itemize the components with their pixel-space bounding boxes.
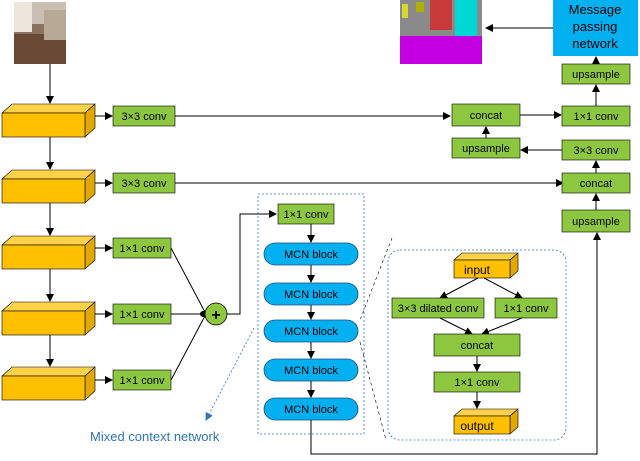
mcn-block-label-4: MCN block [284, 365, 338, 377]
mcn-entry-box [277, 203, 335, 225]
concat-right-label: concat [580, 178, 612, 190]
mcn-block-label-2: MCN block [284, 289, 338, 301]
conv1-label-a: 1×1 conv [120, 243, 165, 255]
feature-cube-1 [1, 103, 96, 138]
merge-lines [170, 247, 207, 381]
feature-cube-2 [1, 169, 96, 204]
mcn-block-label-3: MCN block [284, 326, 338, 338]
right-column-arrows [482, 56, 600, 210]
conv1-right-label: 1×1 conv [574, 111, 619, 123]
detail-output-cube [453, 408, 519, 435]
mcn-container [257, 193, 365, 435]
feature-cube-3 [1, 235, 96, 270]
mcn-pointer [205, 327, 255, 421]
cube-to-conv-arrows [95, 112, 113, 384]
feature-cube-4 [1, 301, 96, 336]
left-conv-boxes [112, 105, 176, 391]
detail-dilated-label: 3×3 dilated conv [398, 303, 479, 315]
detail-concat-label: concat [461, 340, 493, 352]
concat-top-label: concat [470, 110, 502, 122]
zoom-lines [359, 237, 393, 441]
mcn-block-label-5: MCN block [284, 404, 338, 416]
conv1-label-c: 1×1 conv [120, 375, 165, 387]
conv1-label-b: 1×1 conv [120, 309, 165, 321]
conv3-label-a: 3×3 conv [122, 111, 167, 123]
conv3-right-label: 3×3 conv [574, 145, 619, 157]
arrow-mcn-to-upsample [310, 232, 601, 455]
detail-input-label: input [464, 263, 491, 277]
mcn-detail-container [387, 249, 567, 441]
detail-input-cube [453, 252, 519, 279]
segmentation-output [400, 0, 482, 64]
upsample-mid-label: upsample [462, 143, 510, 155]
merge-dot [200, 311, 206, 317]
detail-conv1-box [494, 297, 558, 319]
message-passing-line-1: Message [569, 2, 622, 17]
detail-branch-arrows [439, 277, 523, 299]
backbone-cubes [1, 103, 96, 401]
message-passing-line-2: passing [573, 19, 618, 34]
sum-symbol: + [211, 307, 220, 324]
detail-conv1-label: 1×1 conv [504, 303, 549, 315]
detail-conv1b-label: 1×1 conv [455, 377, 500, 389]
upsample-right-label: upsample [572, 216, 620, 228]
message-passing-box: Message passing network [553, 0, 638, 56]
feature-cube-5 [1, 366, 96, 401]
mcn-blocks [263, 242, 359, 421]
sum-node: + [204, 302, 228, 326]
conv3-label-b: 3×3 conv [122, 178, 167, 190]
detail-output-label: output [460, 419, 494, 433]
detail-dilated-box [391, 297, 485, 319]
mcn-block-label-1: MCN block [284, 249, 338, 261]
message-passing-line-3: network [572, 36, 618, 51]
detail-merge-arrows [439, 317, 523, 336]
mixed-context-label: Mixed context network [90, 429, 220, 444]
upsample-top-label: upsample [572, 69, 620, 81]
mcn-entry-label: 1×1 conv [284, 209, 329, 221]
input-photo [14, 2, 66, 64]
